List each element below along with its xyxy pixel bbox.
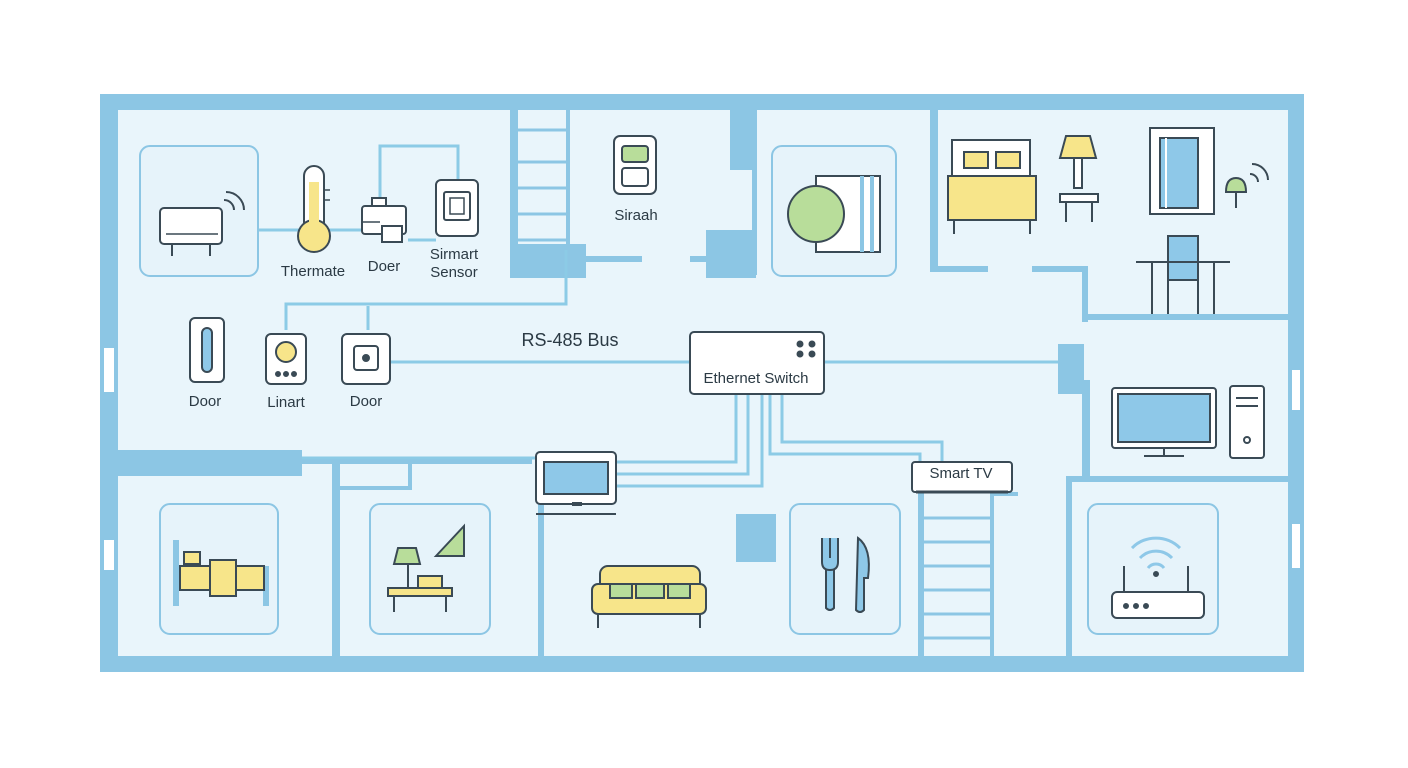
television-icon <box>1111 387 1217 457</box>
thermostat-label: Thermate <box>280 263 346 280</box>
smart-sensor-label-line1: Sirmart <box>429 246 479 263</box>
door-handle-icon <box>189 317 225 383</box>
door-top-label: Doer <box>367 258 401 275</box>
rs485-bus-label: RS-485 Bus <box>521 330 619 350</box>
pc-tower-icon <box>1229 385 1265 459</box>
light-mid-label: Linart <box>267 394 305 411</box>
smart-tv-box[interactable] <box>911 461 1013 494</box>
ethernet-switch-label: Ethernet Switch <box>703 370 809 387</box>
smart-sensor-icon <box>435 179 479 237</box>
smart-speaker-icon <box>1224 163 1269 208</box>
door-dial-icon <box>341 333 391 385</box>
monitor-icon <box>535 451 617 515</box>
desk-lamp-icon <box>387 523 465 612</box>
camera-icon <box>361 197 407 243</box>
interior-walls <box>118 110 1288 656</box>
outer-walls <box>100 94 1304 672</box>
smart-tv-label: Smart TV <box>929 465 993 482</box>
staircase-top <box>518 128 566 242</box>
bed-bottom-icon <box>173 540 269 606</box>
ethernet-switch-icon[interactable] <box>689 331 825 395</box>
siraah-label: Siraah <box>614 207 658 224</box>
bed-icon <box>947 139 1037 234</box>
thermometer-icon <box>297 165 331 253</box>
wifi-router-icon <box>159 191 245 256</box>
wardrobe-icon <box>1149 127 1215 215</box>
dome-camera-icon <box>787 175 881 253</box>
smart-sensor-label-line2: Sensor <box>430 264 478 281</box>
sofa-icon <box>591 565 707 628</box>
light-switch-icon <box>265 333 307 385</box>
wall-switch-icon <box>613 135 657 195</box>
door-mid-right-label: Door <box>349 393 383 410</box>
lamp-icon <box>1058 135 1099 222</box>
chair-icon <box>1136 235 1230 314</box>
staircase-bottom <box>924 516 990 640</box>
door-mid-left-label: Door <box>188 393 222 410</box>
wifi-icon <box>1111 536 1205 619</box>
fork-knife-icon <box>821 536 870 613</box>
